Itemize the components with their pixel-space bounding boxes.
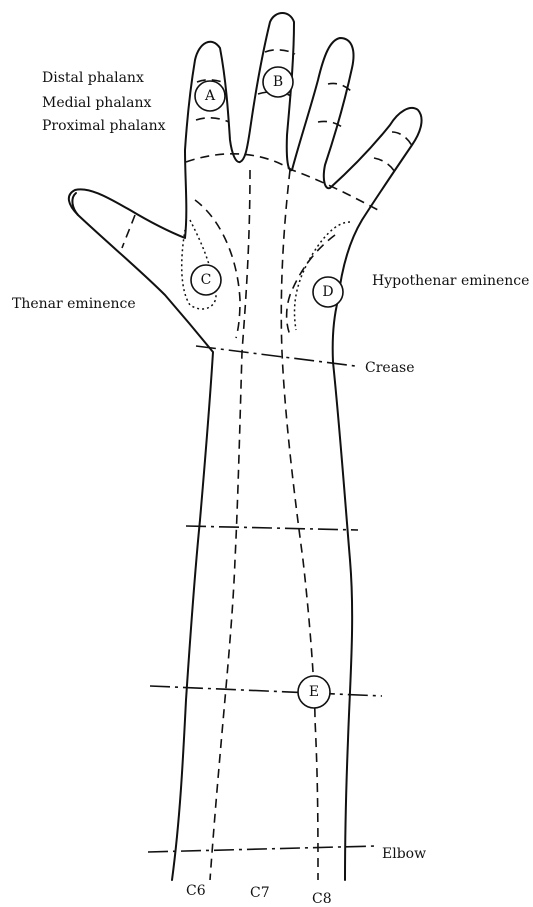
marker-c: C [191,265,221,295]
marker-d: D [313,277,343,307]
c8-label: C8 [312,891,332,907]
medial-phalanx-label: Medial phalanx [42,95,152,111]
finger-crease-little-medial [374,158,396,174]
forearm-level-line-lower [150,686,382,696]
finger-crease-index-medial [196,118,229,122]
finger-crease-ring-medial [318,121,345,130]
hypothenar-eminence-label: Hypothenar eminence [372,273,529,289]
distal-phalanx-label: Distal phalanx [42,70,144,86]
elbow-level-line [148,846,376,852]
crease-label: Crease [365,360,415,376]
marker-d-label: D [322,284,333,300]
c6-label: C6 [186,883,206,899]
marker-e-label: E [309,684,319,700]
marker-b: B [263,67,293,97]
finger-crease-middle-distal [265,50,295,54]
arm-outline-left [69,13,422,880]
arm-outline-thumb [72,193,78,215]
c7-label: C7 [250,885,270,901]
crease-level-line [196,346,355,366]
thumb-crease [122,215,135,248]
marker-a-label: A [204,88,216,104]
marker-c-label: C [201,272,212,288]
marker-e: E [298,676,330,708]
elbow-label: Elbow [382,846,426,862]
marker-a: A [195,81,225,111]
thenar-eminence-label: Thenar eminence [12,296,136,312]
thenar-dotted-contour [182,220,216,309]
marker-b-label: B [273,74,283,90]
dermatome-line-c7-c8 [281,170,318,880]
forearm-level-line-upper [186,526,358,530]
finger-crease-little-distal [392,132,412,146]
proximal-phalanx-label: Proximal phalanx [42,118,166,134]
palm-crease-base [186,154,378,210]
